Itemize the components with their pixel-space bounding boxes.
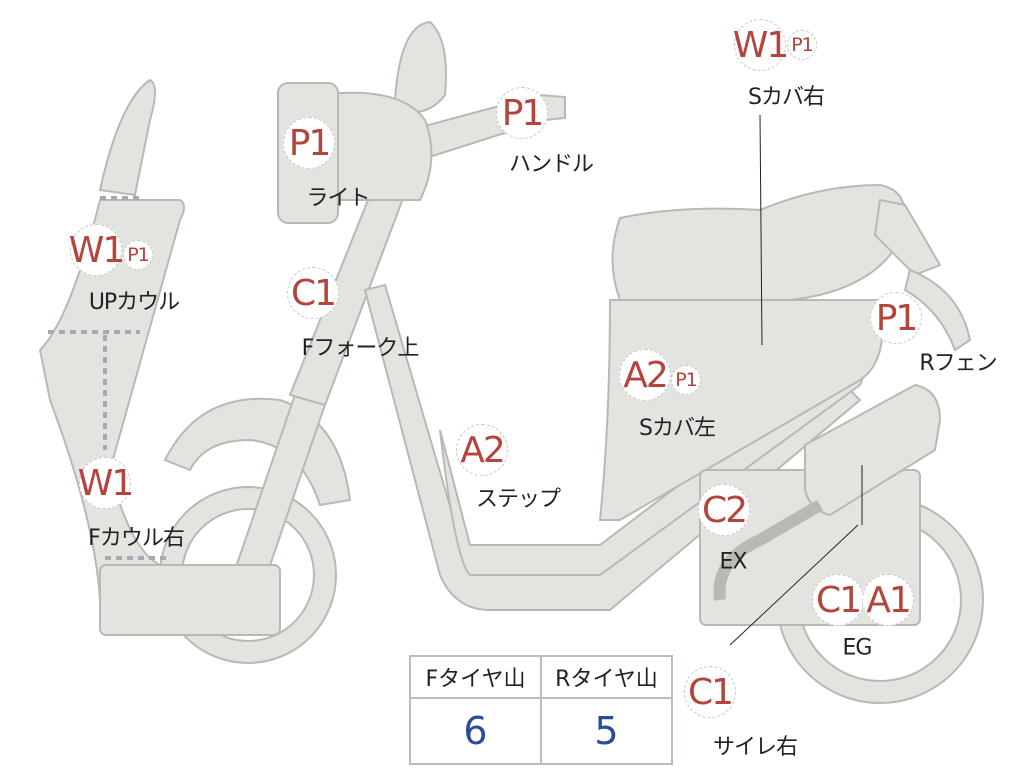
code-badge-small[interactable]: P1 xyxy=(671,365,701,395)
code-badge[interactable]: W1 xyxy=(78,457,134,509)
tire-tread-table: Fタイヤ山 Rタイヤ山 6 5 xyxy=(409,655,673,765)
code-badge[interactable]: C1 xyxy=(287,267,339,319)
code-badge[interactable]: C1 xyxy=(812,574,864,626)
code-badge[interactable]: W1 xyxy=(69,224,125,276)
code-badge[interactable]: P1 xyxy=(496,87,548,139)
code-badge[interactable]: W1 xyxy=(733,19,789,71)
up-cowl-top xyxy=(98,78,156,197)
front-cowl xyxy=(38,199,185,602)
part-label: UPカウル xyxy=(88,290,180,315)
code-badge[interactable]: C2 xyxy=(698,484,750,536)
front-tire-value: 6 xyxy=(409,697,542,765)
part-label: Fカウル右 xyxy=(88,526,185,551)
part-label: Sカバ右 xyxy=(748,85,825,110)
front-bumper xyxy=(99,564,281,636)
part-label: サイレ右 xyxy=(712,735,798,760)
part-label: EX xyxy=(719,549,748,575)
part-label: ハンドル xyxy=(508,152,594,177)
code-badge[interactable]: P1 xyxy=(283,117,335,169)
windscreen xyxy=(393,20,447,114)
code-badge[interactable]: A2 xyxy=(456,424,508,476)
front-tire-header: Fタイヤ山 xyxy=(409,655,542,699)
code-badge-small[interactable]: P1 xyxy=(787,30,817,60)
part-label: ステップ xyxy=(475,487,561,512)
rear-tire-value: 5 xyxy=(540,697,673,765)
code-badge[interactable]: A2 xyxy=(619,349,671,401)
code-badge[interactable]: P1 xyxy=(870,292,922,344)
code-badge-small[interactable]: P1 xyxy=(123,240,153,270)
part-label: EG xyxy=(842,635,873,661)
muffler xyxy=(804,383,942,517)
tail xyxy=(873,198,942,277)
leader-line xyxy=(729,524,859,646)
code-badge[interactable]: C1 xyxy=(684,666,736,718)
leader-line xyxy=(759,114,763,346)
seat xyxy=(611,183,907,301)
code-badge[interactable]: A1 xyxy=(862,574,914,626)
part-label: Rフェン xyxy=(919,351,997,376)
part-label: Fフォーク上 xyxy=(301,336,420,361)
rear-fender xyxy=(903,268,972,352)
part-label: Sカバ左 xyxy=(639,416,716,441)
part-label: ライト xyxy=(306,186,370,211)
rear-tire-header: Rタイヤ山 xyxy=(540,655,673,699)
exhaust-pipe xyxy=(713,499,824,601)
